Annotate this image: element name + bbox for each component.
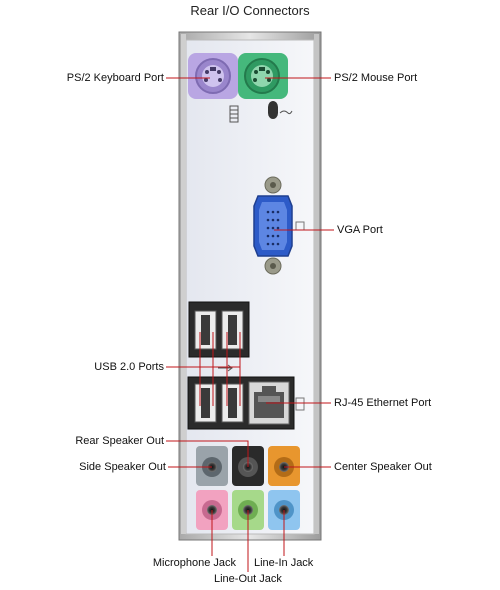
- leader-lines: [166, 77, 334, 572]
- vga-port: [253, 176, 305, 275]
- usb-icon: [218, 364, 233, 372]
- label-center-speaker: Center Speaker Out: [334, 461, 432, 473]
- keyboard-icon: [229, 105, 239, 123]
- diagram-title: Rear I/O Connectors: [190, 3, 310, 18]
- mouse-icon: [268, 101, 293, 119]
- usb-ports-upper: [188, 301, 250, 358]
- label-ps2-keyboard: PS/2 Keyboard Port: [66, 72, 164, 84]
- label-line-in: Line-In Jack: [254, 557, 314, 569]
- label-vga: VGA Port: [337, 224, 383, 236]
- label-rear-speaker: Rear Speaker Out: [75, 435, 164, 447]
- label-side-speaker: Side Speaker Out: [79, 461, 166, 473]
- label-usb: USB 2.0 Ports: [94, 361, 164, 373]
- network-icon: [295, 397, 305, 411]
- ps2-mouse-port: [238, 53, 288, 99]
- label-ethernet: RJ-45 Ethernet Port: [334, 397, 432, 409]
- label-line-out: Line-Out Jack: [214, 573, 282, 585]
- label-microphone: Microphone Jack: [152, 557, 236, 569]
- label-ps2-mouse: PS/2 Mouse Port: [334, 72, 418, 84]
- ps2-keyboard-port: [188, 53, 238, 99]
